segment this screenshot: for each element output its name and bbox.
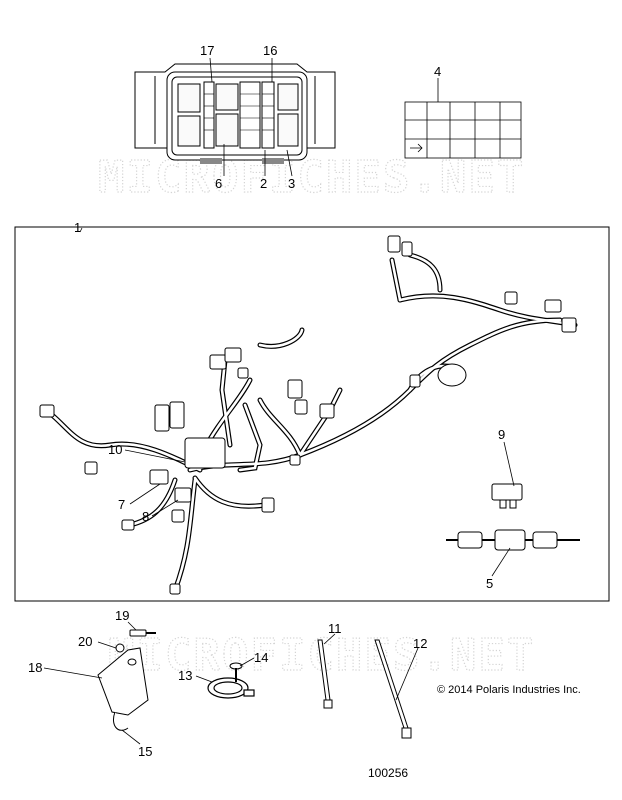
copyright-text: © 2014 Polaris Industries Inc. (437, 684, 581, 696)
callout-10: 10 (108, 442, 122, 457)
callout-14: 14 (254, 650, 268, 665)
callout-5: 5 (486, 576, 493, 591)
watermark-top: MICROFICHES.NET (98, 152, 525, 203)
callout-20: 20 (78, 634, 92, 649)
wiring-harness (39, 235, 578, 595)
callout-9: 9 (498, 427, 505, 442)
callout-3: 3 (288, 176, 295, 191)
harness-frame (14, 226, 610, 602)
nut-part (115, 643, 125, 653)
callout-15: 15 (138, 744, 152, 759)
callout-17: 17 (200, 43, 214, 58)
fuse-relay-box (134, 63, 336, 164)
figure-number: 100256 (368, 766, 408, 780)
callout-7: 7 (118, 497, 125, 512)
cable-tie-long (374, 639, 412, 739)
callout-19: 19 (115, 608, 129, 623)
callout-16: 16 (263, 43, 277, 58)
inline-fuse-holder (446, 529, 580, 551)
bolt-part (129, 629, 156, 637)
callout-11: 11 (328, 621, 342, 636)
callout-13: 13 (178, 668, 192, 683)
callout-18: 18 (28, 660, 42, 675)
callout-1: 1 (74, 220, 81, 235)
fuse-part (491, 483, 523, 509)
hose-clamp (207, 677, 255, 699)
cable-tie-short (317, 639, 333, 709)
fuse-label-card (404, 101, 522, 159)
mounting-bracket (97, 647, 149, 731)
push-rivet (229, 662, 243, 682)
callout-6: 6 (215, 176, 222, 191)
callout-2: 2 (260, 176, 267, 191)
callout-8: 8 (142, 509, 149, 524)
callout-4: 4 (434, 64, 441, 79)
callout-12: 12 (413, 636, 427, 651)
